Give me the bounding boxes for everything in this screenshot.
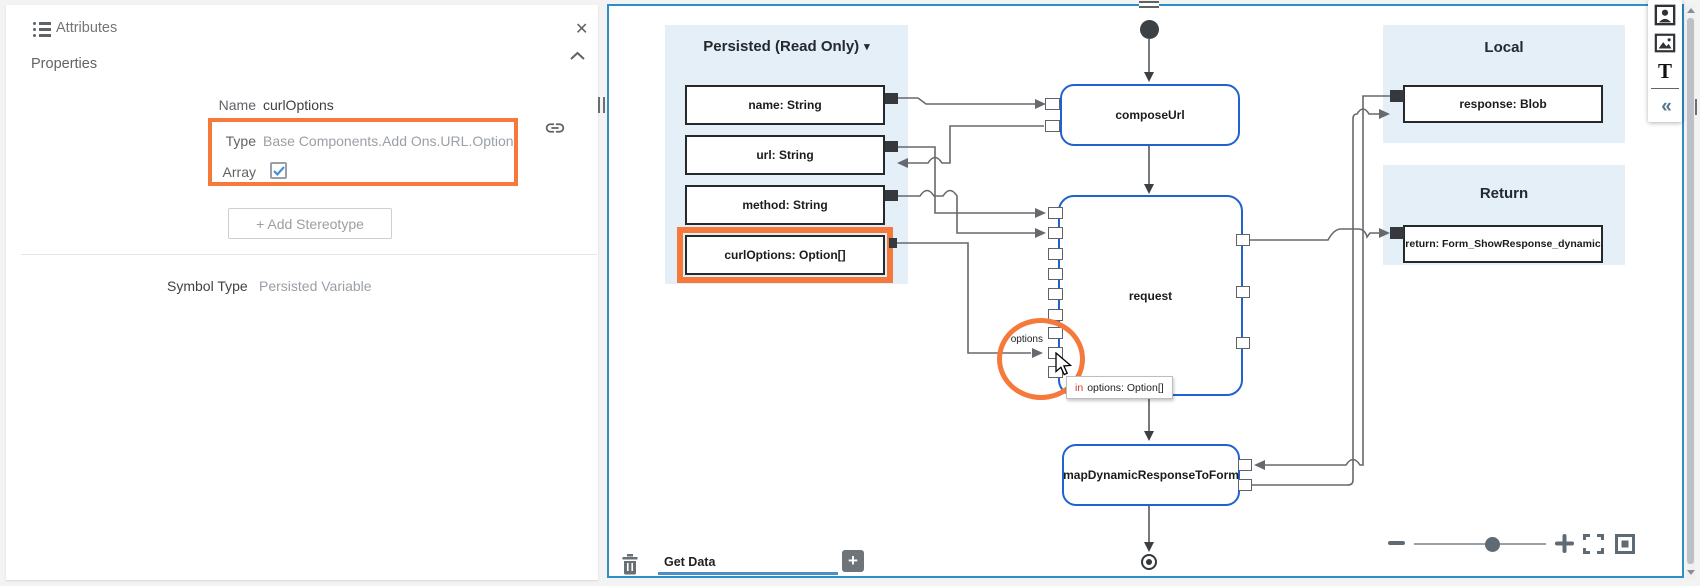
checkbox-checked-icon [272, 165, 285, 176]
port-response-out[interactable] [1390, 90, 1404, 102]
variable-box-name[interactable]: name: String [685, 85, 885, 125]
port-name-out[interactable] [885, 93, 898, 104]
add-tab-button[interactable]: + [842, 550, 864, 572]
name-label: Name [218, 97, 256, 113]
text-tool-icon[interactable]: T [1657, 58, 1672, 83]
port-method-out[interactable] [885, 190, 898, 201]
return-group-header: Return [1479, 185, 1529, 202]
port-map-in-response[interactable] [1238, 459, 1252, 471]
attributes-list-icon [33, 22, 52, 37]
port-tooltip: in options: Option[] [1066, 376, 1173, 399]
close-icon[interactable]: ✕ [575, 21, 589, 38]
port-request-in-9[interactable] [1048, 366, 1063, 378]
variable-box-return[interactable]: return: Form_ShowResponse_dynamic [1403, 225, 1603, 263]
port-request-in-2[interactable] [1048, 227, 1063, 239]
port-composeurl-in-2[interactable] [1045, 120, 1060, 132]
port-request-in-6[interactable] [1048, 309, 1063, 321]
scrollbar-down-icon[interactable] [1687, 570, 1695, 575]
canvas-toolbar: T « [1648, 0, 1682, 122]
vertical-scrollbar-thumb[interactable] [1687, 18, 1694, 564]
port-url-out[interactable] [885, 141, 898, 152]
curloptions-highlight-annotation [677, 227, 893, 283]
collapse-chevron-icon[interactable] [569, 50, 586, 62]
canvas-top-grip[interactable] [1139, 1, 1159, 8]
variable-box-method[interactable]: method: String [685, 185, 885, 225]
zoom-slider-thumb[interactable] [1485, 537, 1500, 552]
left-splitter-handle[interactable] [598, 97, 605, 113]
type-label: Type [225, 133, 256, 149]
zoom-in-icon[interactable] [1555, 534, 1574, 553]
port-curloptions-out[interactable] [889, 238, 897, 248]
port-request-in-options[interactable] [1048, 347, 1063, 359]
local-group-header: Local [1484, 39, 1524, 56]
array-label: Array [222, 164, 256, 180]
right-splitter-handle[interactable] [1694, 99, 1700, 115]
add-stereotype-button[interactable]: + Add Stereotype [228, 208, 392, 239]
node-mapdynamicresponsetoform[interactable]: mapDynamicResponseToForm [1062, 444, 1240, 506]
node-composeurl[interactable]: composeUrl [1060, 84, 1240, 146]
name-value[interactable]: curlOptions [263, 97, 334, 113]
tab-get-data[interactable]: Get Data [664, 555, 716, 569]
type-value[interactable]: Base Components.Add Ons.URL.Option [263, 133, 514, 149]
flow-end-node[interactable] [1141, 554, 1157, 570]
array-checkbox[interactable] [270, 162, 287, 179]
variable-box-curloptions[interactable]: curlOptions: Option[] [685, 235, 885, 275]
fullscreen-icon[interactable] [1583, 534, 1604, 554]
port-request-in-4[interactable] [1048, 268, 1063, 280]
port-request-in-1[interactable] [1048, 207, 1063, 219]
image-tool-icon[interactable] [1654, 32, 1676, 54]
port-request-in-7[interactable] [1048, 327, 1063, 339]
panel-divider [21, 254, 597, 255]
local-group-panel[interactable]: Local [1383, 25, 1625, 143]
symbol-type-value: Persisted Variable [259, 278, 372, 294]
persisted-group-header: Persisted (Read Only) [703, 38, 860, 55]
port-request-in-3[interactable] [1048, 248, 1063, 260]
port-request-out-1[interactable] [1236, 234, 1250, 246]
variable-box-response[interactable]: response: Blob [1403, 85, 1603, 123]
zoom-slider-track[interactable] [1414, 543, 1546, 545]
options-port-label: options [1010, 334, 1043, 345]
port-request-out-2[interactable] [1236, 286, 1250, 298]
dropdown-caret-icon[interactable]: ▾ [864, 41, 870, 53]
tooltip-direction: in [1075, 381, 1084, 394]
port-return-in[interactable] [1390, 227, 1404, 239]
port-request-in-5[interactable] [1048, 288, 1063, 300]
toolbar-divider [1651, 88, 1679, 89]
collapse-toolbar-icon[interactable]: « [1661, 95, 1672, 117]
port-composeurl-in-1[interactable] [1045, 98, 1060, 110]
port-map-out-return[interactable] [1238, 479, 1252, 491]
link-icon[interactable] [544, 117, 566, 139]
properties-section-label: Properties [31, 56, 98, 72]
flow-start-node[interactable] [1140, 20, 1159, 39]
variable-box-url[interactable]: url: String [685, 135, 885, 175]
scrollbar-up-icon[interactable] [1687, 8, 1695, 13]
portrait-image-tool-icon[interactable] [1654, 4, 1676, 26]
trash-icon[interactable] [620, 552, 640, 575]
attributes-panel: Attributes ✕ Properties Name curlOptions… [6, 5, 598, 580]
tooltip-text: options: Option[] [1087, 381, 1164, 394]
symbol-type-label: Symbol Type [167, 278, 248, 294]
panel-title: Attributes [56, 20, 118, 36]
node-request[interactable]: request [1058, 195, 1243, 396]
active-tab-underline [658, 572, 838, 575]
port-request-out-3[interactable] [1236, 337, 1250, 349]
zoom-out-icon[interactable] [1388, 541, 1405, 545]
fit-view-icon[interactable] [1615, 534, 1635, 554]
